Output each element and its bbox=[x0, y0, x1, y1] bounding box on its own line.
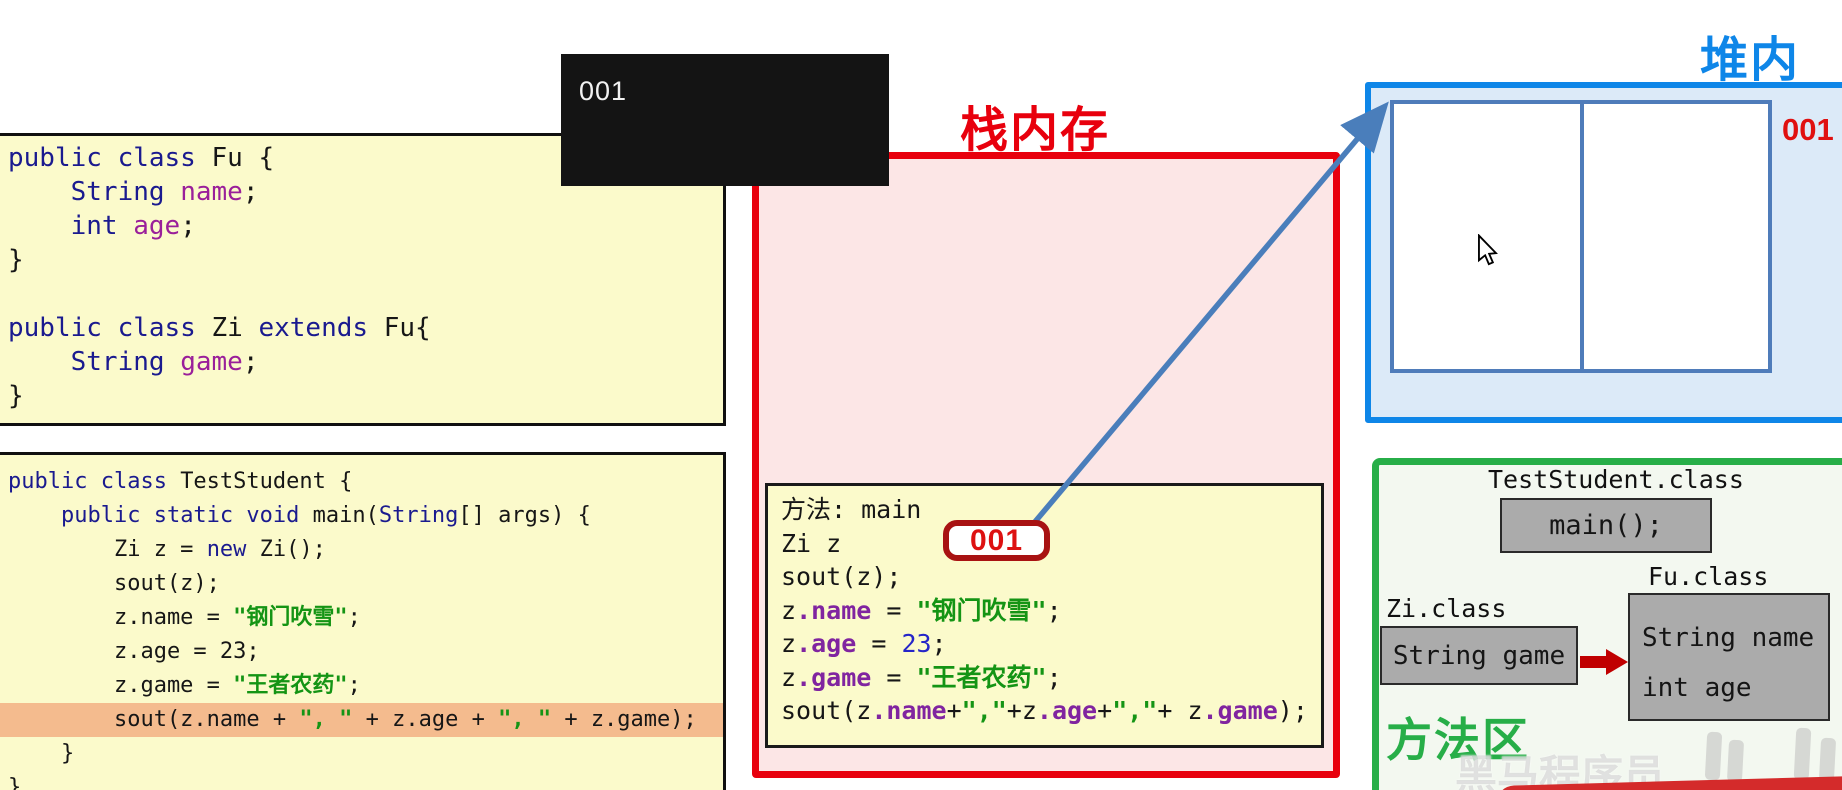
code-line: Zi z = new Zi(); bbox=[8, 537, 326, 562]
zi-field-game: String game bbox=[1392, 640, 1566, 671]
code-line: sout(z.name + ", " + z.age + ", " + z.ga… bbox=[0, 703, 723, 737]
code-line: z.age = 23; bbox=[781, 629, 947, 658]
code-line: } bbox=[8, 245, 24, 275]
watermark-bar-icon bbox=[1726, 739, 1745, 783]
zi-class-members-box: String game bbox=[1380, 626, 1578, 685]
method-area-title: 方法区 bbox=[1386, 714, 1530, 766]
code-line: sout(z); bbox=[781, 562, 902, 591]
heap-object-divider bbox=[1580, 104, 1584, 369]
stack-memory-title: 栈内存 bbox=[960, 104, 1111, 157]
code-line: public class Zi extends Fu{ bbox=[8, 313, 431, 343]
code-line: String game; bbox=[70, 347, 259, 377]
code-line: int age; bbox=[70, 211, 196, 241]
teststudent-class-label: TestStudent.class bbox=[1488, 465, 1744, 494]
code-line: 方法: main bbox=[781, 495, 922, 524]
address-overlay-box: 001 bbox=[561, 54, 889, 186]
code-line: z.game = "王者农药"; bbox=[8, 673, 361, 698]
watermark-bar-icon bbox=[1704, 731, 1723, 781]
main-method-box: main(); bbox=[1500, 498, 1712, 553]
heap-object-box bbox=[1390, 100, 1772, 373]
mouse-cursor-icon bbox=[1478, 234, 1498, 266]
code-line: String name; bbox=[70, 177, 259, 207]
fu-class-members-box: String name int age bbox=[1628, 593, 1830, 721]
stack-frame-main: 方法: main Zi z sout(z); z.name = "钢门吹雪"; z.ag… bbox=[765, 483, 1324, 748]
code-line: z.age = 23; bbox=[8, 639, 260, 664]
code-line bbox=[8, 277, 723, 311]
code-line: Zi z bbox=[781, 528, 842, 558]
code-line: } bbox=[8, 775, 22, 790]
fu-field-age: int age bbox=[1642, 673, 1752, 703]
zi-class-label: Zi.class bbox=[1386, 594, 1507, 623]
code-line: z.name = "钢门吹雪"; bbox=[781, 595, 1062, 625]
code-line: z.game = "王者农药"; bbox=[781, 662, 1062, 692]
code-line: } bbox=[8, 741, 75, 766]
code-line: public class Fu { bbox=[8, 143, 275, 173]
fu-class-label: Fu.class bbox=[1648, 562, 1769, 591]
fu-field-name: String name bbox=[1642, 623, 1815, 653]
heap-object-address: 001 bbox=[1782, 112, 1834, 147]
code-panel-teststudent-class: public class TestStudent { public static… bbox=[0, 452, 726, 790]
reference-address-value: 001 bbox=[969, 523, 1024, 557]
code-line: } bbox=[8, 381, 24, 411]
code-line: public class TestStudent { bbox=[8, 469, 353, 494]
code-line: z.name = "钢门吹雪"; bbox=[8, 605, 361, 630]
code-line: public static void main(String[] args) { bbox=[60, 503, 591, 528]
code-line: sout(z.name+","+z.age+","+ z.game); bbox=[781, 696, 1308, 725]
watermark-bar-icon bbox=[1793, 727, 1812, 781]
reference-address-badge: 001 bbox=[943, 520, 1050, 561]
address-overlay-value: 001 bbox=[579, 76, 628, 106]
code-line: sout(z); bbox=[8, 571, 220, 596]
main-method-label: main(); bbox=[1549, 510, 1663, 541]
